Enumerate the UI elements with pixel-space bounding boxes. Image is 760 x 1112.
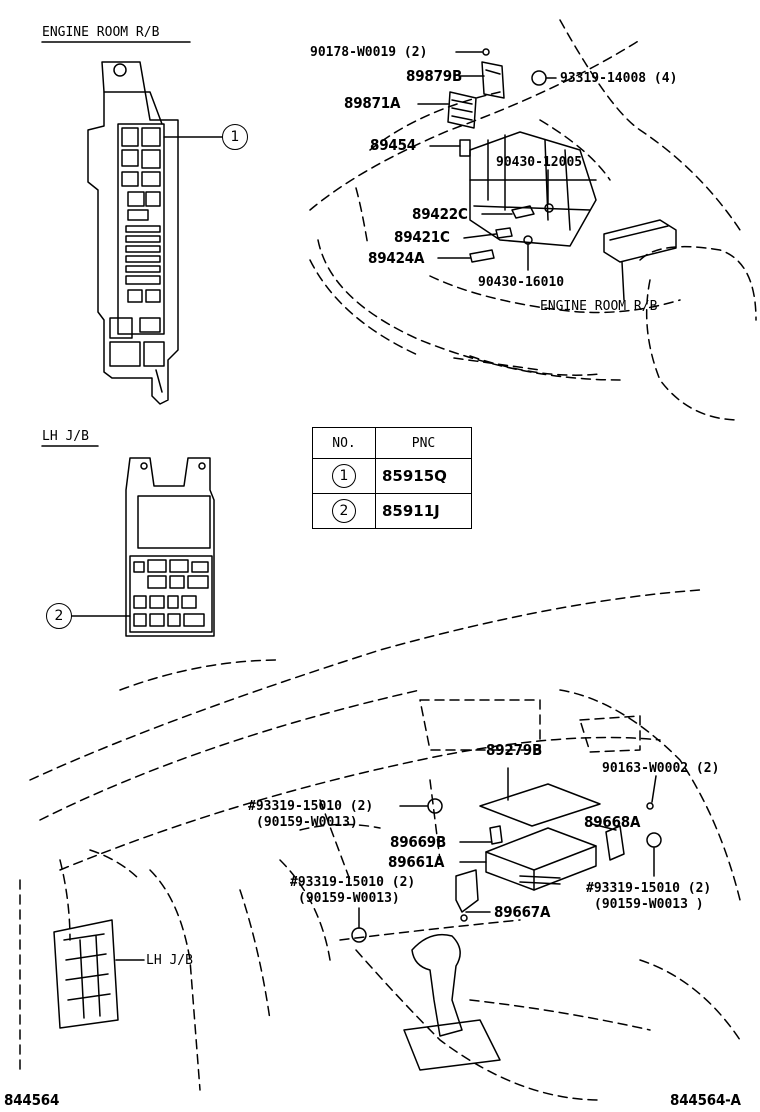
label-90163-w0002: 90163-W0002 (2)	[602, 761, 720, 776]
label-89454: 89454	[370, 136, 416, 154]
callout-1: 1	[222, 124, 248, 150]
lh-jb-section-title: LH J/B	[42, 429, 89, 444]
pnc-table-header-row: NO. PNC	[312, 427, 472, 459]
label-89871a: 89871A	[344, 94, 401, 112]
engine-room-rb-section-title: ENGINE ROOM R/B	[42, 25, 160, 40]
pnc-table-header-pnc: PNC	[375, 427, 472, 459]
dashboard-parts-drawing	[53, 767, 662, 1071]
label-89879b: 89879B	[406, 67, 463, 85]
callout-2: 2	[46, 603, 72, 629]
pnc-table-cell-no: 2	[312, 493, 376, 529]
illustration-code-right: 844564-A	[670, 1091, 741, 1109]
engine-parts-drawing	[417, 48, 677, 301]
pnc-table-header-no: NO.	[312, 427, 376, 459]
engine-room-relay-block-drawing	[41, 41, 223, 405]
dashboard-drawing	[19, 589, 741, 1101]
label-engine-room-rb-location: ENGINE ROOM R/B	[540, 299, 658, 314]
label-93319-15010-left-lower: #93319-15010 (2)	[290, 875, 416, 890]
illustration-code-left: 844564	[4, 1091, 60, 1109]
label-89422c: 89422C	[412, 205, 468, 223]
row-number-circle: 1	[332, 464, 356, 488]
label-93319-14008: 93319-14008 (4)	[560, 71, 678, 86]
label-93319-15010-right: #93319-15010 (2)	[586, 881, 712, 896]
pnc-table-cell-pnc: 85915Q	[375, 458, 472, 494]
lh-junction-block-drawing	[41, 445, 215, 637]
label-89668a: 89668A	[584, 813, 641, 831]
table-row: 2 85911J	[312, 493, 472, 529]
label-89661a: 89661A	[388, 853, 445, 871]
label-89424a: 89424A	[368, 249, 425, 267]
label-90159-w0013-left-lower: (90159-W0013)	[298, 891, 400, 906]
pnc-table-cell-pnc: 85911J	[375, 493, 472, 529]
label-89669b: 89669B	[390, 833, 447, 851]
label-lh-jb-location: LH J/B	[146, 953, 193, 968]
row-number-circle: 2	[332, 499, 356, 523]
label-90159-w0013-left-upper: (90159-W0013)	[256, 815, 358, 830]
engine-compartment-drawing	[309, 19, 757, 421]
label-93319-15010-left-upper: #93319-15010 (2)	[248, 799, 374, 814]
label-90430-16010: 90430-16010	[478, 275, 565, 290]
table-row: 1 85915Q	[312, 458, 472, 494]
pnc-table: NO. PNC 1 85915Q 2 85911J	[312, 427, 472, 529]
label-89667a: 89667A	[494, 903, 551, 921]
label-89421c: 89421C	[394, 228, 450, 246]
label-90178-w0019: 90178-W0019 (2)	[310, 45, 428, 60]
label-90159-w0013-right: (90159-W0013 )	[594, 897, 704, 912]
label-90430-12005: 90430-12005	[496, 155, 583, 170]
pnc-table-cell-no: 1	[312, 458, 376, 494]
label-89279b: 89279B	[486, 741, 543, 759]
